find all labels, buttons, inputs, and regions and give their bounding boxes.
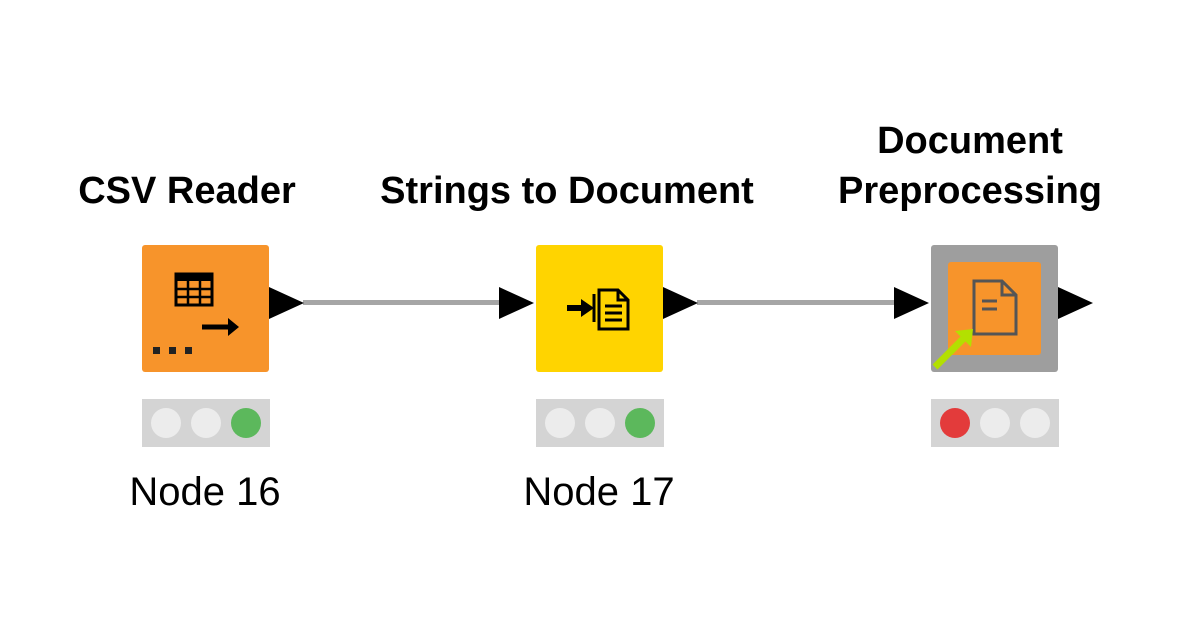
status-light-executed: [1020, 408, 1050, 438]
table-import-icon: [153, 272, 239, 354]
status-light-not-configured: [151, 408, 181, 438]
csv-reader-output-port[interactable]: [269, 287, 304, 319]
strings-to-document-status-lights: [536, 399, 664, 447]
to-document-icon: [567, 288, 630, 331]
status-light-configured: [585, 408, 615, 438]
csv-reader-node[interactable]: [142, 245, 269, 372]
node-title-csv-reader: CSV Reader: [0, 166, 377, 216]
document-metanode-icon: [932, 279, 1018, 370]
status-light-not-configured: [940, 408, 970, 438]
node-title-document-preprocessing: Document Preprocessing: [780, 116, 1160, 216]
node-title-strings-to-document: Strings to Document: [377, 166, 757, 216]
node-title-line: CSV Reader: [78, 170, 296, 212]
strings-to-document-node[interactable]: [536, 245, 663, 372]
node-title-line: Document: [877, 120, 1063, 162]
document-preprocessing-status-lights: [931, 399, 1059, 447]
connection-node16-to-node17[interactable]: [303, 300, 499, 305]
csv-reader-status-lights: [142, 399, 270, 447]
strings-to-document-output-port[interactable]: [663, 287, 698, 319]
status-light-executed: [231, 408, 261, 438]
node-title-line: Preprocessing: [838, 170, 1102, 212]
node-title-line: Strings to Document: [380, 170, 754, 212]
status-light-configured: [191, 408, 221, 438]
node-label-17[interactable]: Node 17: [523, 470, 675, 514]
node-label-16[interactable]: Node 16: [129, 470, 281, 514]
document-preprocessing-input-port[interactable]: [894, 287, 929, 319]
status-light-configured: [980, 408, 1010, 438]
document-preprocessing-output-port[interactable]: [1058, 287, 1093, 319]
status-light-not-configured: [545, 408, 575, 438]
connection-node17-to-preprocessing[interactable]: [697, 300, 894, 305]
document-preprocessing-metanode[interactable]: [931, 245, 1058, 372]
status-light-executed: [625, 408, 655, 438]
strings-to-document-input-port[interactable]: [499, 287, 534, 319]
